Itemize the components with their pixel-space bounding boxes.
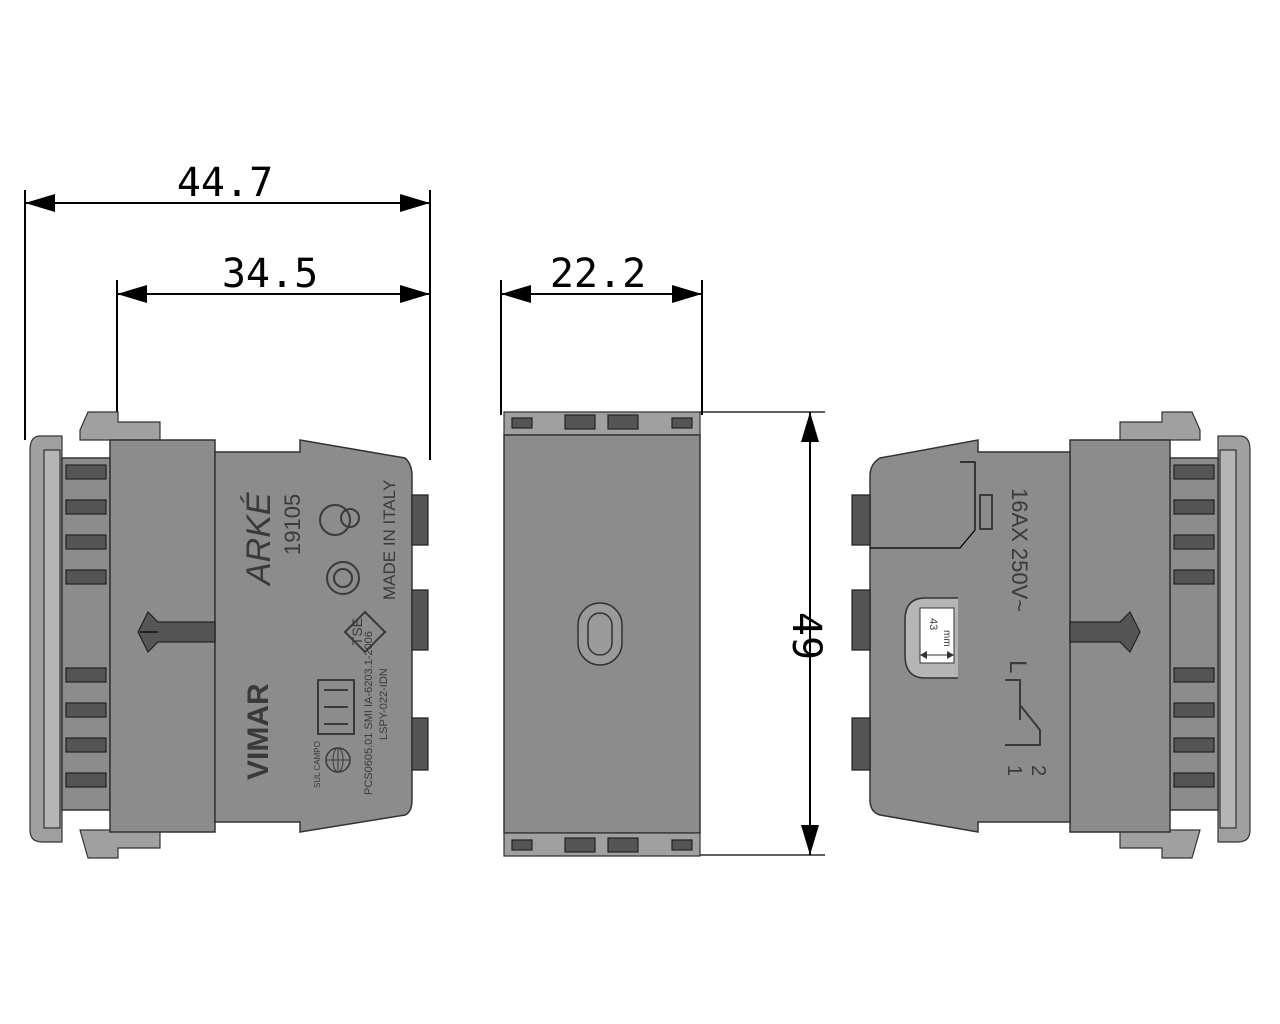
- strip-length-label: 43: [927, 618, 939, 630]
- rating-bar-icon: [979, 494, 993, 530]
- rating-label: 16AX 250V~: [1007, 488, 1032, 612]
- product-code: 19105: [280, 494, 305, 555]
- made-in-label: MADE IN ITALY: [380, 480, 399, 600]
- front-view: [503, 411, 701, 857]
- tse-diamond-icon: TSE: [343, 610, 387, 654]
- switch-symbol-icon: [1005, 679, 1041, 746]
- terminal-2-label: 2: [1027, 765, 1049, 776]
- terminal-l-label: L: [1004, 660, 1031, 673]
- strip-gauge-icon: [904, 597, 958, 679]
- body-depth-label: 34.5: [222, 251, 318, 297]
- width-label: 22.2: [550, 251, 646, 297]
- certification-mark-icon: [319, 504, 360, 536]
- dimension-width: 22.2: [500, 251, 703, 415]
- dimension-body-depth: 34.5: [116, 251, 430, 440]
- terminal-1-label: 1: [1003, 765, 1025, 776]
- left-side-view: ARKÉ 19105 MADE IN ITALY TSE VIMAR PCS06…: [29, 411, 429, 859]
- height-label: 49: [783, 612, 829, 660]
- dimension-overall-depth: 44.7: [24, 160, 431, 460]
- right-side-view: 16AX 250V~ L 2 1 43 mm: [851, 411, 1251, 859]
- serial-label: LSPY-022-IDN: [378, 668, 390, 740]
- globe-stamp-icon: [325, 747, 351, 773]
- led-indicator-icon: [577, 602, 623, 666]
- cc-mark-icon: [326, 561, 360, 595]
- dimension-height: 49: [700, 411, 829, 856]
- series-mark: ARKÉ: [240, 492, 278, 587]
- overall-depth-label: 44.7: [177, 160, 273, 206]
- tse-label: TSE: [349, 618, 365, 645]
- stamp-label: SUL CAMPO: [313, 741, 322, 788]
- strip-unit-label: mm: [941, 630, 952, 647]
- sni-logo-icon: [317, 679, 355, 735]
- standard-label: PCS0605.01 SMI IA-6203.1-2006: [363, 631, 375, 795]
- brand-label: VIMAR: [242, 683, 275, 780]
